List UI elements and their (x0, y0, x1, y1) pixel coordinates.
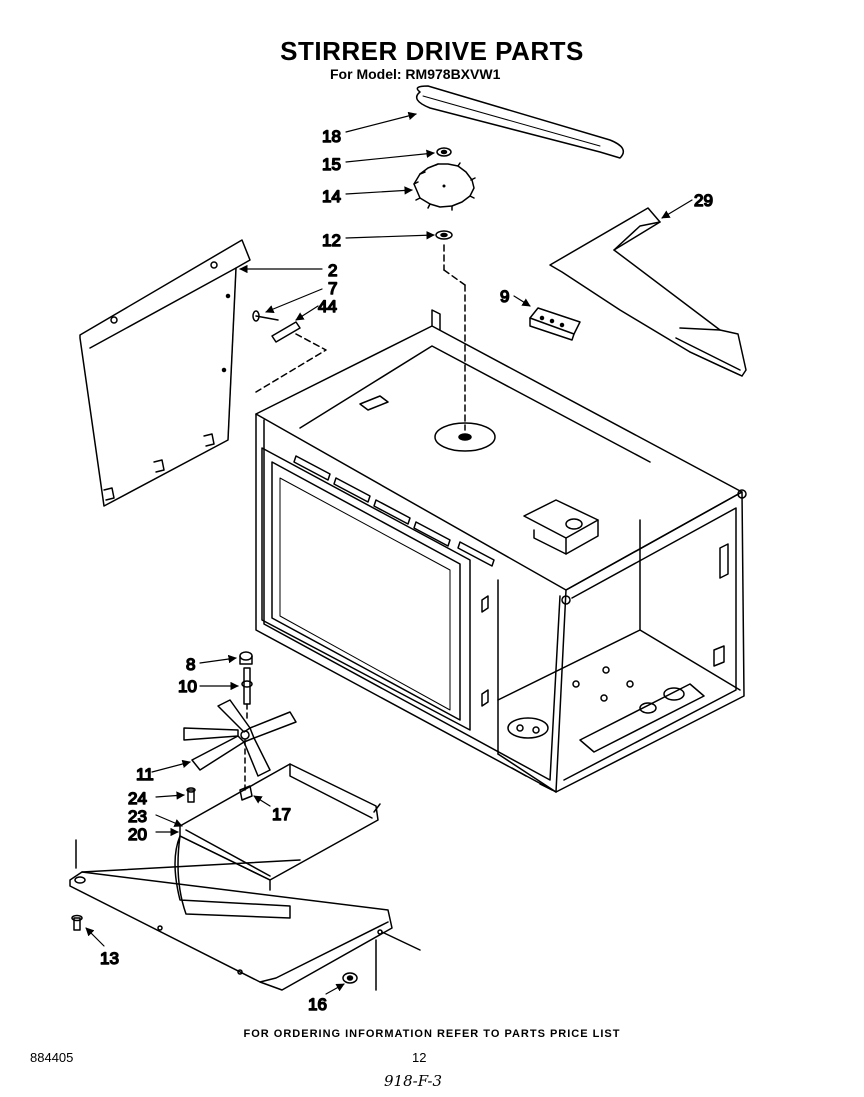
callout-11: 11 (136, 765, 154, 784)
callout-15: 15 (322, 155, 341, 174)
callout-18: 18 (322, 127, 341, 146)
callout-7: 7 (328, 279, 337, 298)
plate-screw-part (71, 914, 83, 931)
retainer-nut-part (239, 785, 253, 801)
side-panel-part (79, 239, 251, 507)
callout-23: 23 (128, 807, 147, 826)
stirrer-shield-part (179, 763, 381, 891)
mounting-bracket-part (549, 207, 747, 377)
callout-10: 10 (178, 677, 197, 696)
callout-9: 9 (500, 287, 509, 306)
page-title: STIRRER DRIVE PARTS (280, 36, 584, 66)
nut-part (435, 230, 453, 240)
document-number: 884405 (30, 1050, 74, 1065)
clip-part (271, 321, 301, 343)
callout-44: 44 (318, 297, 337, 316)
model-subtitle: For Model: RM978BXVW1 (330, 66, 501, 82)
screw-part (252, 310, 279, 322)
drive-shaft-part (241, 667, 253, 705)
callout-16: 16 (308, 995, 327, 1014)
stirrer-blade-part (183, 699, 297, 777)
page-number: 12 (412, 1050, 427, 1065)
handwritten-reference: 918-F-3 (384, 1072, 443, 1090)
insulator-block-part (529, 307, 581, 341)
callout-17: 17 (272, 805, 291, 824)
ordering-info-note: FOR ORDERING INFORMATION REFER TO PARTS … (243, 1028, 621, 1040)
callout-2: 2 (328, 261, 337, 280)
bottom-plate-part (69, 835, 393, 991)
callout-12: 12 (322, 231, 341, 250)
callout-20: 20 (128, 825, 147, 844)
callout-8: 8 (186, 655, 195, 674)
pulley-part (413, 162, 476, 211)
screw-part-24 (186, 787, 196, 803)
washer-part (436, 147, 452, 157)
coupling-part (239, 651, 253, 665)
callout-14: 14 (322, 187, 341, 206)
callout-13: 13 (100, 949, 119, 968)
belt-part (415, 85, 625, 159)
cabinet-frame (255, 309, 747, 793)
callout-24: 24 (128, 789, 147, 808)
callout-29: 29 (694, 191, 713, 210)
foot-grommet-part (342, 972, 358, 984)
